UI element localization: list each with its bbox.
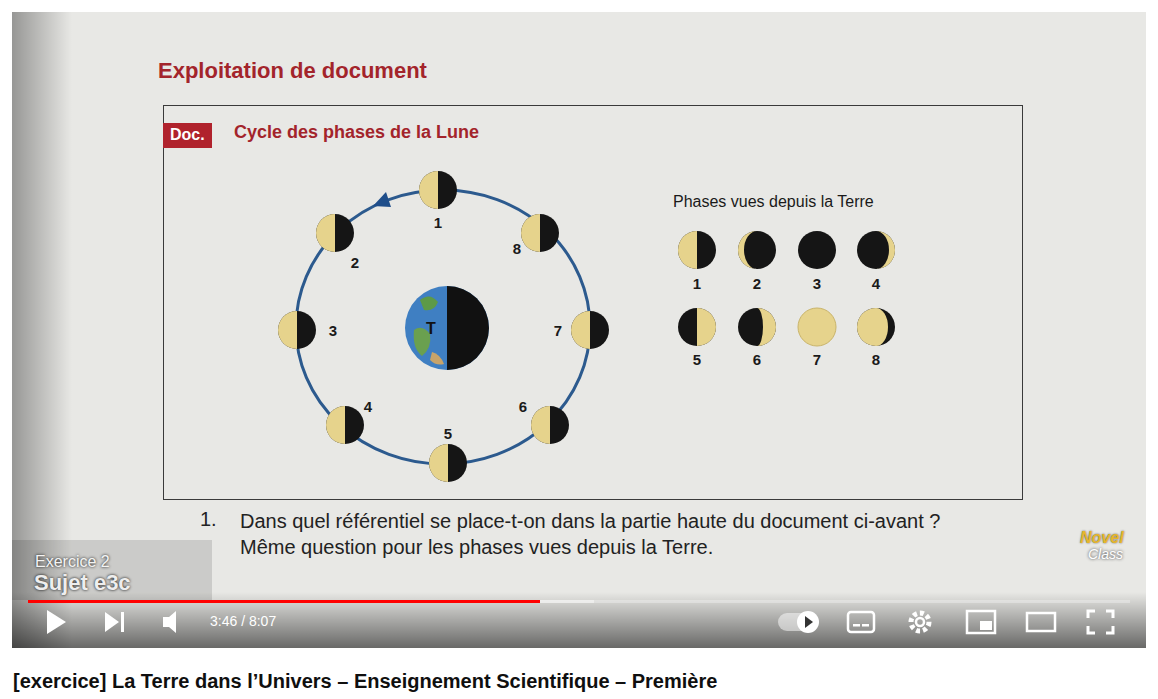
player-controls <box>28 600 1130 634</box>
phase-moons <box>678 231 895 346</box>
brand-class: Class <box>1088 546 1123 562</box>
document-frame: Cycle des phases de la Lune Doc. T <box>163 105 1023 500</box>
phase-number: 2 <box>753 275 761 292</box>
document-heading: Exploitation de document <box>158 58 427 84</box>
subject-label: Sujet e3c <box>34 570 131 596</box>
doc-badge: Doc. <box>163 123 212 148</box>
phases-heading: Phases vues depuis la Terre <box>673 193 874 211</box>
orbit-number: 8 <box>513 240 521 257</box>
earth-node: T <box>406 287 490 371</box>
phase-number: 8 <box>872 351 880 368</box>
phase-number: 6 <box>753 351 761 368</box>
phase-number: 7 <box>813 351 821 368</box>
frame-heading: Cycle des phases de la Lune <box>234 122 479 143</box>
time-display: 3:46 / 8:07 <box>210 613 276 629</box>
phase-number: 3 <box>813 275 821 292</box>
orbit-number: 1 <box>434 214 442 231</box>
earth-letter: T <box>426 320 436 338</box>
exercise-label: Exercice 2 <box>35 553 110 571</box>
orbit-number: 2 <box>351 254 359 271</box>
orbit-moons <box>278 171 609 482</box>
question-text: Dans quel référentiel se place-t-on dans… <box>240 508 1000 560</box>
orbit-number: 6 <box>519 398 527 415</box>
phase-number: 4 <box>872 275 880 292</box>
video-title: [exercice] La Terre dans l’Univers – Ens… <box>13 670 717 693</box>
phase-number: 1 <box>693 275 701 292</box>
orbit-number: 5 <box>444 425 452 442</box>
brand-novel: Novel <box>1080 529 1124 547</box>
orbit-number: 4 <box>364 398 372 415</box>
orbit-number: 7 <box>554 322 562 339</box>
question-number: 1. <box>200 508 217 531</box>
phase-number: 5 <box>693 351 701 368</box>
badge-text: Doc. <box>170 126 205 144</box>
orbit-number: 3 <box>329 322 337 339</box>
